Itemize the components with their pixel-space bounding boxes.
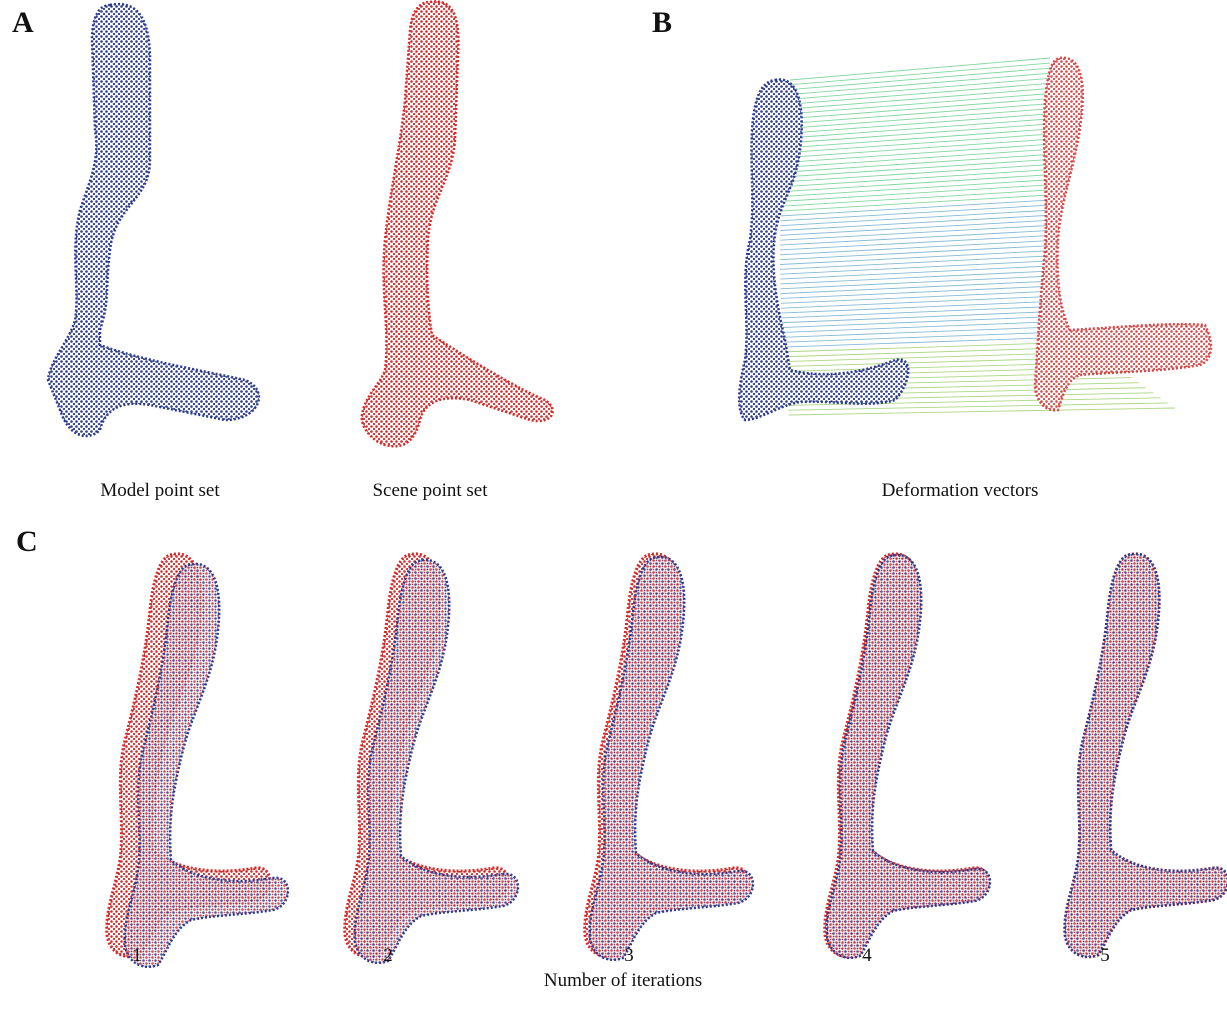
model-overlay-shape <box>355 560 518 963</box>
deformation-vector-line <box>782 307 1050 318</box>
iteration-label-1: 1 <box>125 945 149 967</box>
iteration-label-2: 2 <box>376 945 400 967</box>
iteration-overlay-3 <box>585 554 753 960</box>
deformation-vector-line <box>782 175 1050 192</box>
deformation-vector-line <box>781 301 1050 313</box>
deformation-vector-line <box>781 281 1050 293</box>
iteration-label-4: 4 <box>855 945 879 967</box>
deformation-vector-line <box>781 200 1050 216</box>
scene-point-set-shape <box>362 2 553 447</box>
deformation-vector-line <box>782 317 1050 328</box>
deformation-vector-line <box>782 170 1050 187</box>
model-overlay-shape <box>590 557 753 960</box>
deformation-vector-line <box>782 322 1052 333</box>
deformation-vector-line <box>782 159 1050 177</box>
deformation-vector-line <box>784 129 1050 148</box>
model-overlay-shape <box>827 555 990 958</box>
model-point-set-shape <box>48 4 259 436</box>
deformation-scene-shape <box>1035 58 1211 410</box>
deformation-vector-line <box>786 109 1050 129</box>
deformation-vector-line <box>781 190 1050 206</box>
deformation-vector-line <box>783 149 1050 167</box>
deformation-vector-line <box>781 180 1050 197</box>
iteration-label-5: 5 <box>1093 945 1117 967</box>
deformation-vector-line <box>781 286 1050 298</box>
caption-deformation-vectors: Deformation vectors <box>850 480 1070 502</box>
model-overlay-shape <box>1065 554 1227 957</box>
iteration-overlay-2 <box>345 554 518 963</box>
deformation-vector-line <box>785 119 1050 138</box>
deformation-vector-line <box>783 327 1059 337</box>
deformation-vector-line <box>784 134 1050 153</box>
deformation-vector-line <box>780 276 1050 289</box>
iteration-overlay-4 <box>825 554 990 958</box>
deformation-vector-line <box>781 296 1050 308</box>
caption-model-point-set: Model point set <box>70 480 250 502</box>
deformation-vector-line <box>785 114 1050 134</box>
deformation-vector-line <box>783 337 1073 347</box>
deformation-vector-line <box>783 144 1050 162</box>
iteration-overlay-1 <box>107 554 288 967</box>
caption-scene-point-set: Scene point set <box>340 480 520 502</box>
iteration-label-3: 3 <box>617 945 641 967</box>
deformation-vector-line <box>780 205 1050 221</box>
deformation-vector-line <box>783 154 1050 172</box>
axis-label-iterations: Number of iterations <box>513 970 733 992</box>
deformation-vector-line <box>781 195 1050 211</box>
deformation-vector-line <box>782 312 1050 323</box>
deformation-vector-line <box>781 291 1050 303</box>
iteration-overlay-5 <box>1065 554 1227 957</box>
deformation-vector-line <box>782 165 1050 182</box>
deformation-vector-line <box>784 139 1050 158</box>
deformation-vector-line <box>785 124 1050 143</box>
deformation-vector-line <box>783 332 1066 342</box>
deformation-vector-line <box>781 185 1050 202</box>
deformation-vector-line <box>786 104 1050 124</box>
